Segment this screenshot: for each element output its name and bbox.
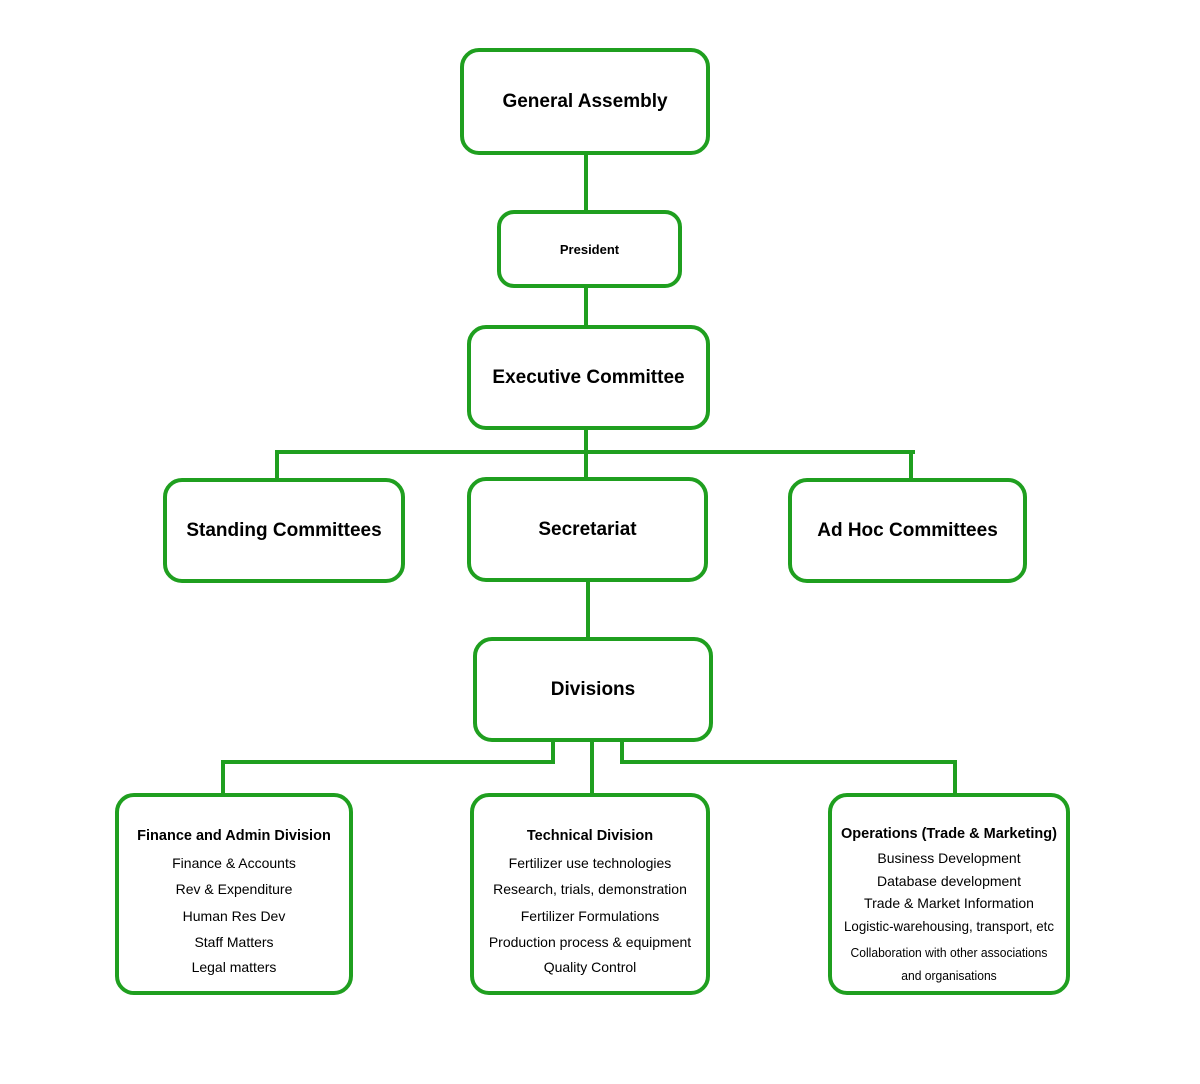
node-ad-hoc-committees: Ad Hoc Committees bbox=[788, 478, 1027, 583]
connector-executive-secretariat bbox=[584, 428, 588, 480]
node-standing-committees: Standing Committees bbox=[163, 478, 405, 583]
division-item: Legal matters bbox=[191, 959, 277, 975]
division-item: Human Res Dev bbox=[182, 908, 286, 924]
connector-right-horizontal bbox=[620, 760, 957, 764]
node-label: Divisions bbox=[550, 678, 636, 700]
connector-left-horizontal bbox=[221, 760, 555, 764]
division-item: Finance & Accounts bbox=[172, 855, 296, 871]
connector-divisions-right-stub bbox=[620, 740, 624, 764]
division-item: Production process & equipment bbox=[488, 933, 692, 950]
division-item: Staff Matters bbox=[194, 933, 274, 950]
node-label: Secretariat bbox=[538, 518, 637, 540]
node-label: President bbox=[559, 241, 620, 257]
connector-president-executive bbox=[584, 286, 588, 328]
division-item: Business Development bbox=[877, 850, 1021, 866]
connector-divisions-mid-drop bbox=[590, 740, 594, 796]
division-item: Fertilizer Formulations bbox=[520, 908, 660, 924]
node-technical-division: Technical Division Fertilizer use techno… bbox=[470, 793, 710, 995]
connector-secretariat-divisions bbox=[586, 580, 590, 640]
node-secretariat: Secretariat bbox=[467, 477, 708, 582]
division-item: Collaboration with other associations an… bbox=[850, 945, 1048, 983]
division-title: Technical Division bbox=[526, 828, 654, 844]
node-label: Ad Hoc Committees bbox=[817, 519, 998, 541]
division-item: Quality Control bbox=[543, 959, 637, 975]
division-item: Trade & Market Information bbox=[864, 895, 1034, 911]
node-divisions: Divisions bbox=[473, 637, 713, 742]
division-item: Logistic-warehousing, transport, etc bbox=[844, 917, 1054, 934]
node-label: Standing Committees bbox=[186, 519, 382, 541]
node-finance-admin-division: Finance and Admin Division Finance & Acc… bbox=[115, 793, 353, 995]
division-item: Research, trials, demonstration bbox=[493, 880, 687, 897]
connector-drop-finance bbox=[221, 760, 225, 796]
node-operations-division: Operations (Trade & Marketing) Business … bbox=[828, 793, 1070, 995]
connector-drop-operations bbox=[953, 760, 957, 796]
node-general-assembly: General Assembly bbox=[460, 48, 710, 155]
connector-divisions-left-stub bbox=[551, 740, 555, 764]
division-title: Finance and Admin Division bbox=[137, 828, 331, 844]
node-executive-committee: Executive Committee bbox=[467, 325, 710, 430]
connector-assembly-president bbox=[584, 153, 588, 213]
connector-drop-standing bbox=[275, 450, 279, 481]
division-item: Database development bbox=[877, 872, 1021, 889]
node-label: Executive Committee bbox=[492, 366, 685, 388]
division-item: Rev & Expenditure bbox=[175, 880, 293, 897]
connector-drop-adhoc bbox=[909, 450, 913, 481]
node-label: General Assembly bbox=[502, 90, 668, 112]
division-item: Fertilizer use technologies bbox=[508, 855, 672, 871]
node-president: President bbox=[497, 210, 682, 288]
division-title: Operations (Trade & Marketing) bbox=[841, 826, 1057, 842]
connector-row-horizontal bbox=[275, 450, 915, 454]
